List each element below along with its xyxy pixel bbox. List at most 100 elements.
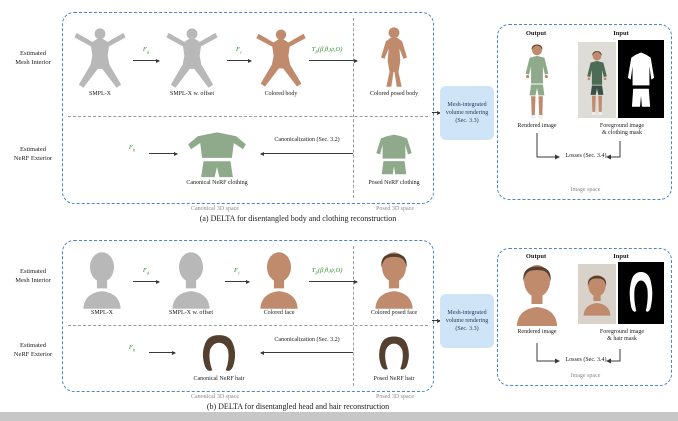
canonical-nerf-hair-figure: Canonical NeRF hair [185,333,253,383]
panel-b-mesh-interior-label: Estimated Mesh Interior [15,268,51,284]
clothing-mask-icon [627,52,655,107]
smplx-body-figure: SMPL-X [71,27,129,98]
panel-b-canonical-space-label: Canonical 3D space [191,394,239,400]
panel-a-losses-connector-icon [536,133,621,160]
body-mesh-icon [74,28,126,88]
canonical-posed-divider [353,18,354,198]
fh-label: Fh [128,144,136,153]
canonicalization-arrow-icon [260,350,353,355]
panel-b-image-space-box: Output Input Rendered image Foreground i… [497,248,672,386]
panel-b-input-desc-label: Foreground image & hair mask [599,329,645,343]
tp-label: TP(β,θ,ψ,O) [311,46,343,55]
panel-a-image-space-box: Output Input Rendered image Foreground i… [497,24,672,200]
panel-b-volume-rendering-box: Mesh-integrated volume rendering (Sec. 3… [440,294,494,348]
colored-posed-face-label: Colored posed face [370,310,418,316]
colored-face-figure: Colored face [251,251,307,317]
body-mesh-offset-icon [166,28,218,88]
canonical-clothing-icon [188,132,246,178]
hair-mask-icon [629,272,653,312]
fc-label: Fc [236,46,242,55]
fd-label: Fd [142,267,150,276]
panel-b-foreground-photo [578,264,616,324]
colored-body-icon [256,29,306,87]
panel-a-volume-rendering-box: Mesh-integrated volume rendering (Sec. 3… [440,86,494,140]
mesh-nerf-divider [68,116,428,117]
fc-arrow-icon [227,58,252,63]
fd-label: Fd [142,46,150,55]
panel-b-hair-mask [618,262,664,324]
panel-a-foreground-photo [578,42,616,118]
canonicalization-label: Canonicalization (Sec. 3.2) [274,337,340,343]
panel-a-losses-label: Losses (Sec. 3.4) [565,153,607,159]
panel-b-rendered-image-label: Rendered image [517,329,557,335]
panel-a-image-space-label: Image space [570,187,601,193]
colored-posed-face-icon [375,252,413,309]
smplx-offset-head-figure: SMPL-X w. offset [161,251,221,317]
panel-b-posed-space-label: Posed 3D space [376,394,414,400]
fh-arrow-icon [149,350,176,355]
fh-label: Fh [128,344,136,353]
colored-face-icon [260,252,298,309]
head-mesh-icon [83,252,121,309]
canonical-hair-icon [202,335,236,371]
colored-posed-body-figure: Colored posed body [361,25,427,98]
panel-b-input-header: Input [613,253,629,260]
tp-arrow-icon [309,58,358,63]
rendered-face-icon [517,265,557,326]
panel-a-rendered-image [508,40,566,120]
panel-a-input-header: Input [613,30,629,37]
posed-clothing-icon [376,134,412,175]
head-mesh-offset-icon [172,252,210,309]
panel-b-render-in-arrow-icon [432,318,441,323]
panel-a-canonical-space-label: Canonical 3D space [191,206,239,212]
mesh-nerf-divider [68,325,428,326]
colored-body-figure: Colored body [253,27,309,98]
smplx-label: SMPL-X [88,91,111,97]
panel-a-clothing-mask [618,40,664,118]
colored-posed-face-figure: Colored posed face [363,251,425,317]
panel-a-input-desc-label: Foreground image & clothing mask [599,123,645,137]
colored-posed-body-icon [380,27,408,87]
posed-hair-icon [379,336,409,370]
panel-b-caption: (b) DELTA for disentangled head and hair… [206,402,390,411]
panel-a-caption: (a) DELTA for disentangled body and clot… [199,214,397,223]
smplx-label: SMPL-X [90,310,113,316]
tp-arrow-icon [309,279,358,284]
panel-a-posed-space-label: Posed 3D space [376,206,414,212]
panel-b-losses-connector-icon [536,343,621,364]
colored-posed-body-label: Colored posed body [369,91,419,97]
panel-a-nerf-exterior-label: Estimated NeRF Exterior [13,146,53,162]
posed-nerf-hair-figure: Posed NeRF hair [363,333,425,383]
panel-a-render-in-arrow-icon [432,110,441,115]
canonical-nerf-hair-label: Canonical NeRF hair [193,376,245,382]
canonicalization-label: Canonicalization (Sec. 3.2) [274,137,340,143]
panel-b-output-header: Output [525,253,547,260]
colored-body-label: Colored body [264,91,298,97]
fd-arrow-icon [133,58,160,63]
input-person-icon [587,51,607,115]
fc-arrow-icon [225,279,250,284]
canonicalization-arrow-icon [260,151,353,156]
page-bottom-edge [0,412,678,421]
smplx-offset-label: SMPL-X w. offset [168,310,213,316]
smplx-head-figure: SMPL-X [75,251,129,317]
panel-a-output-header: Output [525,30,547,37]
input-face-icon [583,275,611,316]
panel-b-nerf-exterior-label: Estimated NeRF Exterior [13,342,53,358]
panel-b-losses-label: Losses (Sec. 3.4) [565,357,607,363]
panel-b-image-space-label: Image space [570,373,601,379]
tp-label: TP(β,θ,ψ,O) [311,267,343,276]
panel-a-mesh-interior-label: Estimated Mesh Interior [15,50,51,66]
colored-face-label: Colored face [263,310,295,316]
posed-nerf-clothing-figure: Posed NeRF clothing [363,129,425,187]
posed-nerf-clothing-label: Posed NeRF clothing [368,180,420,186]
canonical-nerf-clothing-figure: Canonical NeRF clothing [179,129,255,187]
panel-b-rendered-image [508,262,566,326]
fd-arrow-icon [133,279,160,284]
panel-b-3d-space-box: SMPL-X Fd SMPL-X w. offset Fc Colored fa… [62,240,434,392]
panel-a-rendered-image-label: Rendered image [517,123,557,129]
panel-a-3d-space-box: SMPL-X Fd SMPL-X w. offset Fc Colored bo… [62,12,434,204]
smplx-offset-label: SMPL-X w. offset [169,91,214,97]
rendered-avatar-icon [525,44,549,119]
smplx-offset-body-figure: SMPL-X w. offset [161,27,223,98]
